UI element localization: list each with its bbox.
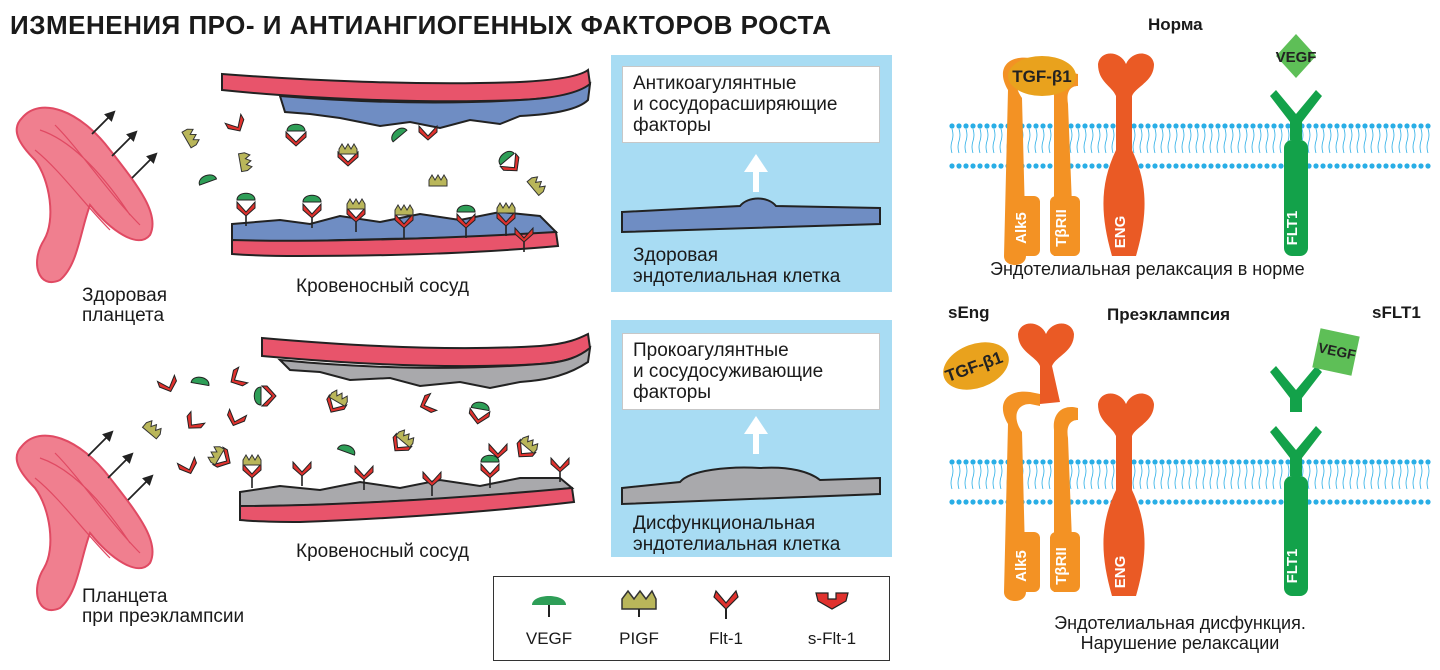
panel-top-box-line-3: факторы (633, 115, 712, 136)
sflt1-factor-icon (418, 124, 438, 141)
tbrii-label-norm: TβRII (1053, 209, 1070, 247)
legend-label-vegf: VEGF (525, 629, 573, 648)
sflt1-factor-icon (186, 410, 206, 429)
panel-top-box-line-2: и сосудорасширяющие (633, 94, 838, 115)
panel-bottom-caption-1: Дисфункциональная (633, 513, 816, 534)
sflt1-factor-icon (156, 373, 178, 393)
bound-factor-icon (285, 123, 307, 147)
bound-factor-icon (253, 385, 277, 407)
pigf-factor-icon (428, 174, 448, 187)
panel-top-box: Антикоагулянтные и сосудорасширяющие фак… (622, 66, 880, 143)
flt1-receptor-icon (394, 204, 414, 238)
flt1-receptor-icon (346, 198, 366, 232)
panel-bottom-box-line-2: и сосудосуживающие (633, 361, 824, 382)
bound-factor-icon (498, 150, 520, 172)
bound-factor-icon (326, 389, 348, 413)
flt1-label-norm: FLT1 (1284, 211, 1301, 246)
panel-top-caption-2: эндотелиальная клетка (633, 266, 841, 287)
flt1-receptor-icon (236, 192, 256, 226)
sflt1-factor-icon (488, 442, 508, 459)
sflt1-factor-icon (176, 455, 198, 475)
sflt1-factor-icon (419, 392, 439, 414)
vessel-label-bottom: Кровеносный сосуд (296, 541, 469, 562)
flt1-receptor-icon (456, 204, 476, 238)
alk5-label-norm: Alk5 (1013, 212, 1030, 244)
healthy-placenta-icon (15, 106, 154, 283)
vessel-top-upper-wall (221, 68, 592, 130)
vegf-factor-icon (336, 444, 356, 456)
pigf-factor-icon (526, 176, 546, 197)
vessel-label-top: Кровеносный сосуд (296, 276, 469, 297)
sflt1-factor-icon (230, 366, 250, 387)
panel-bottom-box-line-1: Прокоагулянтные (633, 340, 789, 361)
sflt1-factor-icon (226, 407, 248, 427)
panel-top-caption-1: Здоровая (633, 245, 718, 266)
flt1-receptor-icon (514, 226, 534, 252)
legend-sflt1-icon (815, 592, 849, 610)
vegf-label-pe: VEGF (1317, 339, 1358, 363)
legend-icons (532, 589, 849, 619)
legend-label-sflt1: s-Flt-1 (807, 629, 857, 648)
preeclampsia-placenta-icon (15, 434, 154, 611)
panel-bottom-box: Прокоагулянтные и сосудосуживающие факто… (622, 333, 880, 410)
healthy-placenta-label-2: планцета (82, 305, 165, 326)
page-title: ИЗМЕНЕНИЯ ПРО- И АНТИАНГИОГЕННЫХ ФАКТОРО… (10, 10, 832, 40)
flt1-receptor-icon (354, 464, 374, 490)
panel-bottom-box-line-3: факторы (633, 382, 712, 403)
legend: VEGF PIGF Flt-1 s-Flt-1 (493, 576, 890, 661)
legend-vegf-icon (532, 596, 566, 617)
vegf-label-norm: VEGF (1276, 49, 1317, 66)
bound-factor-icon (468, 401, 491, 425)
secretion-arrows-top (91, 110, 158, 179)
sflt1-label: sFLT1 (1372, 303, 1421, 322)
tgf-label-norm: TGF-β1 (1012, 67, 1071, 86)
vegf-factor-icon (391, 127, 408, 143)
legend-label-flt1: Flt-1 (709, 629, 743, 648)
bound-factor-icon (516, 435, 539, 458)
secretion-arrows-bottom (87, 430, 154, 501)
sflt1-factor-icon (224, 112, 245, 132)
bound-factor-icon (392, 429, 415, 452)
dysfunctional-endothelial-cell (621, 416, 881, 506)
healthy-placenta-label-1: Здоровая (82, 285, 167, 306)
vessel-bottom-lower-wall (239, 477, 576, 524)
pe-caption-1: Эндотелиальная дисфункция. (1054, 613, 1306, 633)
pigf-factor-icon (237, 152, 253, 173)
flt1-receptor-icon (422, 470, 442, 496)
flt1-label-pe: FLT1 (1284, 549, 1301, 584)
panel-top-box-line-1: Антикоагулянтные (633, 73, 797, 94)
panel-bottom-caption-2: эндотелиальная клетка (633, 534, 841, 555)
vegf-factor-icon (190, 376, 210, 387)
pe-receptors (943, 323, 1360, 601)
legend-pigf-icon (621, 589, 657, 617)
seng-label: sEng (948, 303, 990, 322)
tbrii-label-pe: TβRII (1053, 547, 1070, 585)
flt1-receptor-icon (242, 454, 262, 488)
flt1-receptor-icon (302, 194, 322, 228)
norm-receptors (1002, 34, 1322, 266)
pigf-factor-icon (181, 128, 200, 149)
pe-label: Преэклампсия (1107, 305, 1231, 324)
alk5-label-pe: Alk5 (1013, 550, 1030, 582)
vegf-factor-icon (198, 174, 218, 186)
pe-caption-2: Нарушение релаксации (1080, 633, 1280, 653)
norm-caption: Эндотелиальная релаксация в норме (990, 259, 1305, 279)
eng-label-norm: ENG (1112, 216, 1129, 249)
pe-placenta-label-1: Планцета (82, 586, 168, 607)
flt1-receptor-icon (292, 460, 312, 486)
legend-label-pigf: PIGF (619, 629, 659, 648)
bound-factor-icon (337, 143, 359, 167)
eng-label-pe: ENG (1112, 556, 1129, 589)
pe-placenta-label-2: при преэклампсии (82, 606, 245, 627)
bound-factor-icon (207, 446, 231, 468)
flt1-receptor-icon (550, 456, 570, 482)
flt1-receptor-icon (496, 202, 516, 236)
healthy-endothelial-cell (621, 154, 881, 234)
norm-label: Норма (1148, 15, 1203, 34)
vessel-bottom-upper-wall (261, 332, 592, 390)
legend-flt1-icon (713, 589, 739, 619)
pigf-factor-icon (141, 420, 162, 440)
flt1-receptor-icon (480, 454, 500, 488)
